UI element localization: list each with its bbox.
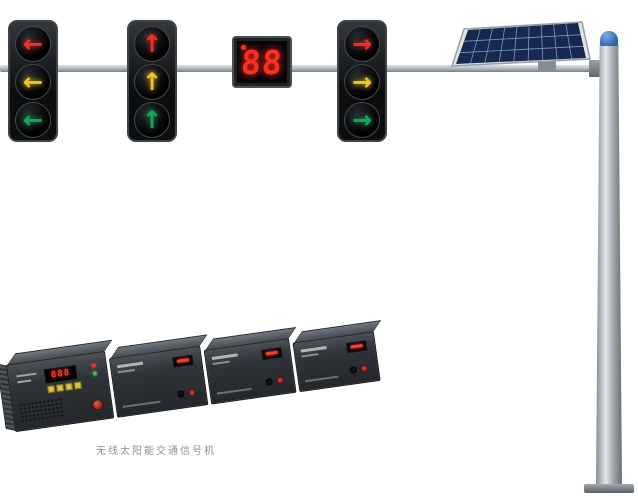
- module-top-face: [204, 326, 297, 351]
- red-lens: ↑: [134, 26, 170, 62]
- module-top-face: [293, 320, 382, 344]
- panel-label: [301, 353, 319, 358]
- panel-label: [116, 361, 144, 369]
- up-arrow-icon: ↑: [141, 106, 163, 134]
- controller-module-4: [292, 320, 382, 393]
- red-button: [188, 388, 196, 397]
- green-lens: ↑: [134, 102, 170, 138]
- left-arrow-icon: ←: [22, 30, 44, 58]
- panel-button: [73, 381, 82, 390]
- led-display: [172, 354, 194, 368]
- panel-text-line: [216, 387, 252, 395]
- signal-head-left-arrows: ← ← ←: [8, 20, 58, 142]
- red-lens: ←: [15, 26, 51, 62]
- led-display: [261, 347, 283, 360]
- controller-module-3: [203, 326, 297, 405]
- panel-text-line: [122, 400, 161, 408]
- countdown-screen: 88: [237, 41, 287, 83]
- right-arrow-icon: →: [351, 106, 373, 134]
- pole-cap: [600, 31, 618, 46]
- solar-cells: [456, 23, 586, 64]
- knob: [177, 390, 186, 399]
- panel-text-line: [304, 375, 339, 383]
- left-arrow-icon: ←: [22, 106, 44, 134]
- horizontal-mast-arm: [0, 65, 610, 72]
- led-display: [346, 340, 368, 354]
- green-lens: →: [344, 102, 380, 138]
- yellow-lens: ←: [15, 64, 51, 100]
- pole-base-flange: [584, 484, 634, 493]
- solar-panel: [450, 21, 591, 72]
- arm-pole-bracket: [589, 60, 601, 77]
- panel-button: [65, 382, 73, 391]
- indicator-dot: [241, 45, 246, 50]
- module-top-face: [6, 339, 113, 366]
- controller-module-main: 888: [0, 339, 115, 433]
- right-arrow-icon: →: [351, 68, 373, 96]
- led-indicator-green: [92, 371, 98, 376]
- panel-text-line: [16, 372, 37, 378]
- yellow-lens: →: [344, 64, 380, 100]
- caption-label: 无线太阳能交通信号机: [96, 446, 216, 457]
- module-side-face: [0, 363, 17, 431]
- signal-head-straight-arrows: ↑ ↑ ↑: [127, 20, 177, 142]
- vertical-pole: [596, 44, 622, 486]
- segment-display: 888: [43, 365, 78, 384]
- vent-grille: [18, 397, 65, 424]
- panel-text-line: [17, 379, 32, 384]
- button-row: [47, 381, 82, 394]
- up-arrow-icon: ↑: [141, 68, 163, 96]
- module-row: 888: [0, 313, 382, 433]
- green-lens: ←: [15, 102, 51, 138]
- knob: [349, 365, 358, 374]
- knob: [265, 377, 274, 386]
- up-arrow-icon: ↑: [141, 30, 163, 58]
- yellow-lens: ↑: [134, 64, 170, 100]
- red-button: [360, 364, 369, 373]
- red-lens: →: [344, 26, 380, 62]
- panel-button: [56, 383, 65, 392]
- led-indicator-red: [91, 363, 97, 368]
- signal-head-right-arrows: → → →: [337, 20, 387, 142]
- red-button: [276, 376, 285, 385]
- panel-button: [47, 385, 56, 394]
- signal-controller-rack: 888: [0, 250, 384, 436]
- left-arrow-icon: ←: [22, 68, 44, 96]
- module-top-face: [110, 334, 208, 360]
- right-arrow-icon: →: [351, 30, 373, 58]
- panel-label: [117, 368, 135, 374]
- panel-label: [300, 345, 327, 353]
- countdown-timer: 88: [232, 36, 292, 88]
- power-button: [91, 398, 104, 412]
- cell-grid-lines: [459, 23, 584, 64]
- panel-label: [212, 360, 230, 365]
- controller-module-2: [108, 334, 209, 418]
- countdown-digits: 88: [239, 42, 285, 82]
- panel-label: [211, 353, 238, 361]
